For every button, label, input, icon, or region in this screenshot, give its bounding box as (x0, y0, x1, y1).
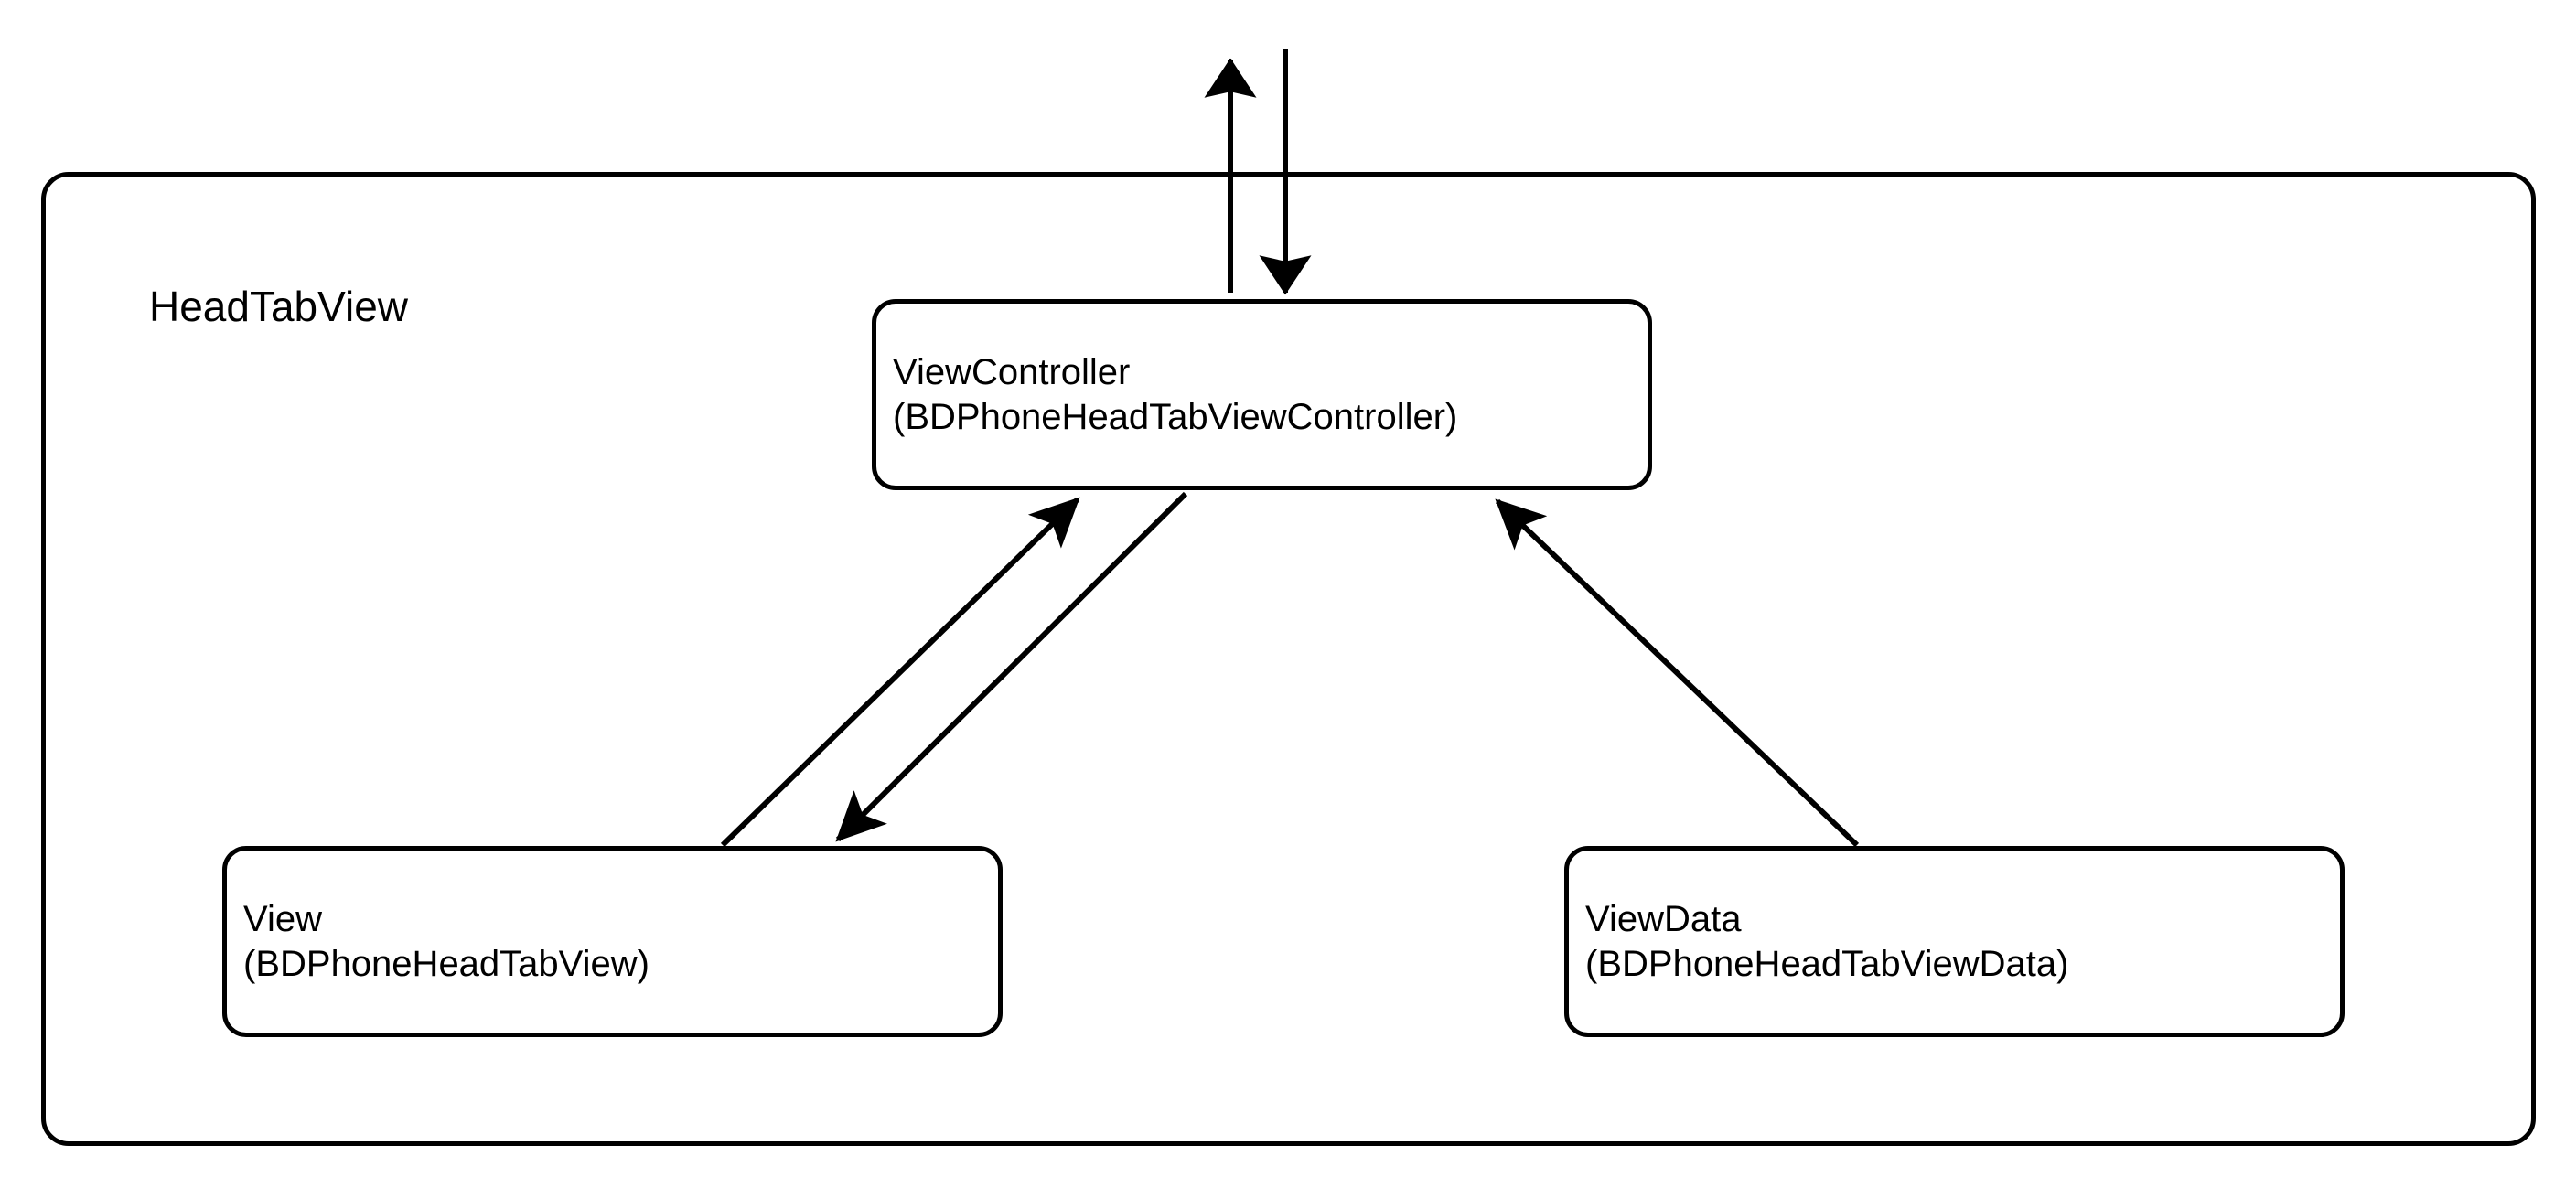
node-view-data-class: (BDPhoneHeadTabViewData) (1585, 943, 2069, 984)
group-title-label: HeadTabView (149, 283, 409, 330)
node-view-controller[interactable]: ViewController (BDPhoneHeadTabViewContro… (872, 299, 1652, 490)
group-box-headtabview (41, 172, 2536, 1146)
node-view-data[interactable]: ViewData (BDPhoneHeadTabViewData) (1564, 846, 2345, 1037)
node-view[interactable]: View (BDPhoneHeadTabView) (222, 846, 1003, 1037)
node-view-controller-class: (BDPhoneHeadTabViewController) (893, 396, 1458, 437)
node-view-role: View (243, 898, 322, 939)
node-view-class: (BDPhoneHeadTabView) (243, 943, 649, 984)
node-view-data-role: ViewData (1585, 898, 1742, 939)
node-view-controller-role: ViewController (893, 351, 1131, 392)
